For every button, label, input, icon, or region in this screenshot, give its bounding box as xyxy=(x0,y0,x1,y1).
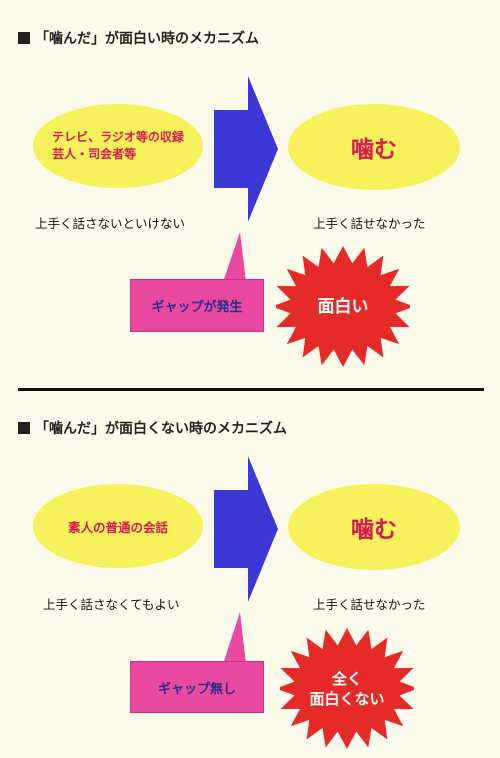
context-line-1: テレビ、ラジオ等の収録 xyxy=(52,129,184,144)
burst-shape xyxy=(276,246,410,367)
burst-shape-2 xyxy=(280,628,414,749)
context-ellipse: テレビ、ラジオ等の収録 芸人・司会者等 xyxy=(33,104,203,188)
right-arrow-icon xyxy=(214,456,278,602)
context-ellipse-2: 素人の普通の会話 xyxy=(33,484,203,568)
callout-pointer-2 xyxy=(223,612,246,664)
expectation-caption: 上手く話さないといけない xyxy=(35,216,186,231)
square-bullet-icon xyxy=(18,32,30,44)
bite-ellipse: 噛む xyxy=(288,104,460,190)
section2-heading: 「噛んだ」が面白くない時のメカニズム xyxy=(18,418,287,438)
gap-box-2: ギャップ無し xyxy=(130,661,264,713)
section-divider xyxy=(18,388,484,391)
result-caption-2: 上手く話せなかった xyxy=(313,597,426,612)
expectation-caption-2: 上手く話さなくてもよい xyxy=(43,597,180,612)
bite-ellipse-2: 噛む xyxy=(288,484,460,570)
context-line-2: 芸人・司会者等 xyxy=(52,147,137,161)
right-arrow-icon xyxy=(214,76,278,222)
burst-label: 面白い xyxy=(317,296,369,317)
square-bullet-icon xyxy=(18,422,30,434)
result-caption: 上手く話せなかった xyxy=(313,216,426,231)
burst-label-2: 全く 面白くない xyxy=(309,669,385,708)
callout-pointer xyxy=(223,232,246,282)
gap-box: ギャップが発生 xyxy=(130,279,264,332)
section1-heading: 「噛んだ」が面白い時のメカニズム xyxy=(18,28,259,48)
